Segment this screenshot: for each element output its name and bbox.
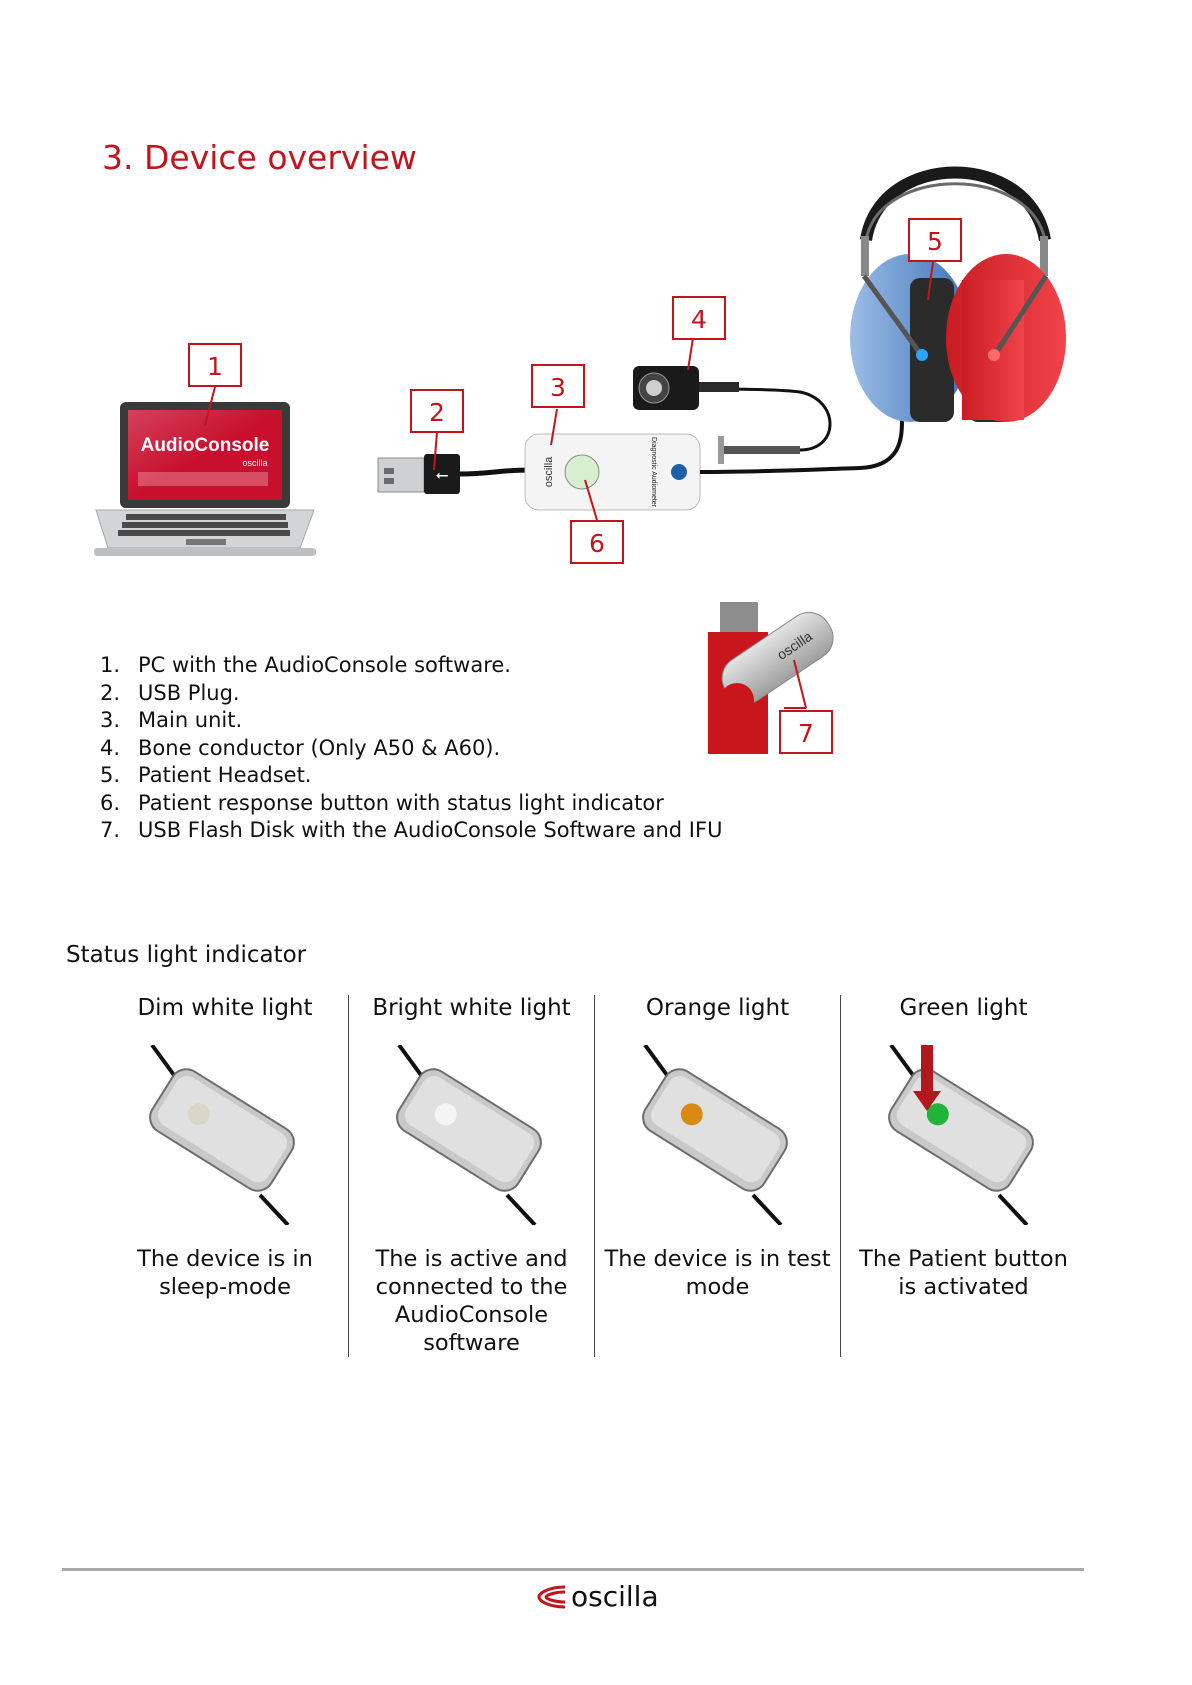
- svg-text:oscilla: oscilla: [242, 458, 267, 468]
- callout-6: 6: [570, 520, 624, 564]
- status-col-bright-white: Bright white light The is active and con…: [348, 995, 594, 1357]
- status-label: Bright white light: [372, 995, 571, 1021]
- status-label: Dim white light: [137, 995, 313, 1021]
- status-col-orange: Orange light The device is in test mode: [594, 995, 840, 1357]
- callout-2: 2: [410, 389, 464, 433]
- parts-list: 1.PC with the AudioConsole software. 2.U…: [100, 652, 722, 845]
- press-arrow-icon: [913, 1045, 941, 1111]
- svg-text:Diagnostic Audiometer: Diagnostic Audiometer: [650, 437, 657, 508]
- status-description: The Patient button is activated: [859, 1246, 1068, 1300]
- status-description: The device is in test mode: [604, 1246, 831, 1300]
- footer-divider: [62, 1568, 1084, 1571]
- bone-conductor-illustration: [633, 366, 739, 410]
- svg-text:⭠: ⭠: [436, 467, 449, 484]
- callout-4: 4: [672, 296, 726, 340]
- list-item: 7.USB Flash Disk with the AudioConsole S…: [100, 818, 723, 842]
- status-description: The is active and connected to the Audio…: [375, 1246, 568, 1356]
- status-col-green: Green light The Patient button is activa…: [840, 995, 1086, 1357]
- status-label: Orange light: [645, 995, 790, 1021]
- footer-logo: oscilla: [535, 1580, 659, 1613]
- footer-brand: oscilla: [571, 1580, 659, 1613]
- list-item: 6.Patient response button with status li…: [100, 790, 664, 815]
- page-title: 3. Device overview: [102, 138, 417, 177]
- oscilla-wave-icon: [537, 1585, 566, 1608]
- list-item: 2.USB Plug.: [100, 680, 240, 705]
- svg-text:oscilla: oscilla: [543, 456, 555, 487]
- device-overview-diagram: AudioConsole oscilla: [94, 166, 1066, 754]
- status-description: The device is in sleep-mode: [137, 1246, 313, 1300]
- remote-green-illustration: [888, 1045, 1034, 1225]
- callout-5: 5: [908, 218, 962, 262]
- status-label: Green light: [899, 995, 1028, 1021]
- list-item: 3.Main unit.: [100, 708, 243, 732]
- list-item: 4.Bone conductor (Only A50 & A60).: [100, 735, 501, 760]
- list-item: 1.PC with the AudioConsole software.: [100, 653, 511, 677]
- remote-orange-illustration: [642, 1045, 788, 1225]
- headset-illustration: [850, 166, 1066, 422]
- remote-dim-white-illustration: [149, 1045, 295, 1225]
- usb-flash-disk-illustration: oscilla: [708, 602, 834, 754]
- callout-7: 7: [779, 710, 833, 754]
- status-section-heading: Status light indicator: [66, 942, 307, 968]
- status-light-table: Dim white light The device is in sleep-m…: [102, 995, 1088, 1357]
- callout-3: 3: [531, 364, 585, 408]
- callout-1: 1: [188, 343, 242, 387]
- usb-plug-illustration: ⭠: [377, 454, 531, 494]
- remote-bright-white-illustration: [396, 1045, 542, 1225]
- main-unit-illustration: oscilla Diagnostic Audiometer: [524, 433, 701, 511]
- laptop-screen-title: AudioConsole: [141, 435, 270, 456]
- list-item: 5.Patient Headset.: [100, 763, 312, 787]
- status-col-dim-white: Dim white light The device is in sleep-m…: [102, 995, 348, 1357]
- laptop-illustration: AudioConsole oscilla: [94, 402, 316, 556]
